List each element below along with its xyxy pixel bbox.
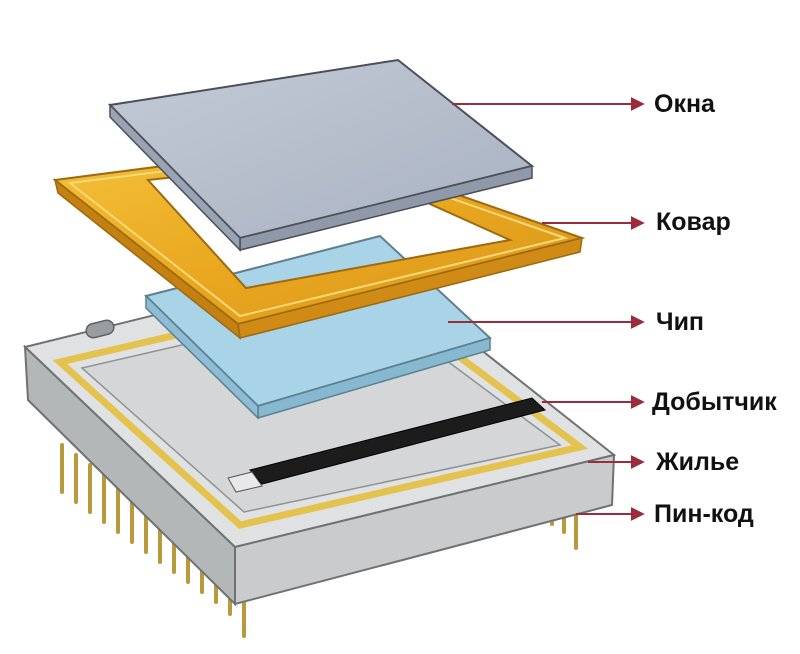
label-kovar: Ковар [656,208,731,236]
getter-tab [227,471,263,493]
callout-arrows [448,97,645,521]
label-window: Окна [654,90,715,118]
label-housing: Жилье [656,448,740,476]
housing-slot [85,319,115,339]
label-getter: Добытчик [652,388,777,416]
label-pin: Пин-код [654,500,754,528]
kovar-frame [52,144,586,340]
getter-strip [249,397,547,485]
window [107,58,535,252]
housing-left-face [23,344,236,607]
label-chip: Чип [656,308,705,336]
